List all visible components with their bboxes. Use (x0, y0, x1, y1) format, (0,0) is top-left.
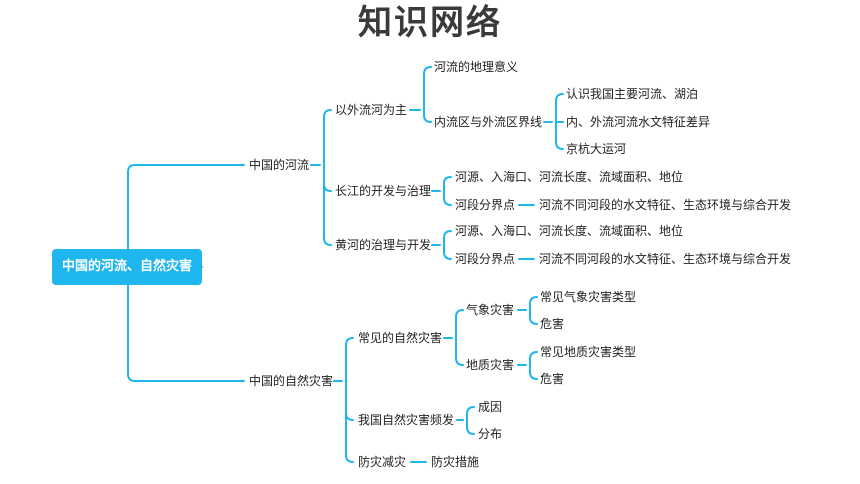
node-common-disasters: 常见的自然灾害 (358, 331, 443, 345)
link-yellow-segment (443, 244, 452, 260)
node-geo-item-1: 常见地质灾害类型 (540, 345, 637, 359)
link-boundary-item3 (555, 121, 564, 150)
link-yangtze-segment (443, 190, 452, 206)
node-boundary-item-3: 京杭大运河 (566, 142, 627, 156)
root-node: 中国的河流、自然灾害 (52, 249, 202, 285)
link-disasters-frequent (345, 380, 354, 421)
node-yangtze-segment-detail: 河流不同河段的水文特征、生态环境与综合开发 (539, 198, 792, 212)
node-boundary: 内流区与外流区界线 (434, 115, 543, 129)
node-yellow-overview: 河源、入海口、河流长度、流域面积、地位 (455, 224, 684, 238)
link-frequent-item1 (466, 406, 475, 421)
link-root-disasters (127, 266, 245, 382)
node-rivers: 中国的河流 (249, 158, 310, 172)
link-rivers-outflow (323, 109, 332, 166)
link-yellow-overview (443, 230, 452, 246)
link-met-item1 (529, 296, 538, 311)
link-outflow-geo (423, 66, 432, 111)
node-geo-significance: 河流的地理意义 (434, 60, 519, 74)
node-yangtze: 长江的开发与治理 (335, 184, 432, 198)
link-common-met (455, 309, 464, 339)
link-yangtze-overview (443, 176, 452, 192)
link-frequent-item2 (466, 419, 475, 435)
node-frequent: 我国自然灾害频发 (358, 413, 455, 427)
node-yangtze-segment: 河段分界点 (455, 198, 516, 212)
node-met-item-1: 常见气象灾害类型 (540, 290, 637, 304)
node-yellow: 黄河的治理与开发 (335, 238, 432, 252)
node-prevention: 防灾减灾 (358, 455, 407, 469)
node-disasters: 中国的自然灾害 (249, 374, 334, 388)
link-common-geo (455, 337, 464, 366)
link-outflow-boundary (423, 109, 432, 123)
node-prevention-measure: 防灾措施 (431, 455, 480, 469)
node-boundary-item-2: 内、外流河流水文特征差异 (566, 115, 711, 129)
node-meteorological: 气象灾害 (466, 303, 515, 317)
node-geo-item-2: 危害 (540, 372, 565, 386)
link-rivers-yangtze (323, 164, 332, 192)
node-frequent-item-1: 成因 (478, 400, 503, 414)
node-met-item-2: 危害 (540, 317, 565, 331)
node-outflow: 以外流河为主 (335, 103, 408, 117)
link-disasters-common (345, 337, 354, 382)
node-boundary-item-1: 认识我国主要河流、湖泊 (566, 87, 699, 101)
link-disasters-prevention (345, 380, 354, 463)
node-yellow-segment-detail: 河流不同河段的水文特征、生态环境与综合开发 (539, 252, 792, 266)
link-rivers-yellow (323, 164, 332, 246)
page-title: 知识网络 (358, 3, 502, 43)
node-geological: 地质灾害 (466, 358, 515, 372)
link-root-rivers (127, 164, 245, 268)
node-yellow-segment: 河段分界点 (455, 252, 516, 266)
node-frequent-item-2: 分布 (478, 427, 503, 441)
link-geo-item2 (529, 364, 538, 380)
link-geo-item1 (529, 351, 538, 366)
link-met-item2 (529, 309, 538, 325)
node-yangtze-overview: 河源、入海口、河流长度、流域面积、地位 (455, 170, 684, 184)
link-boundary-item1 (555, 93, 564, 123)
